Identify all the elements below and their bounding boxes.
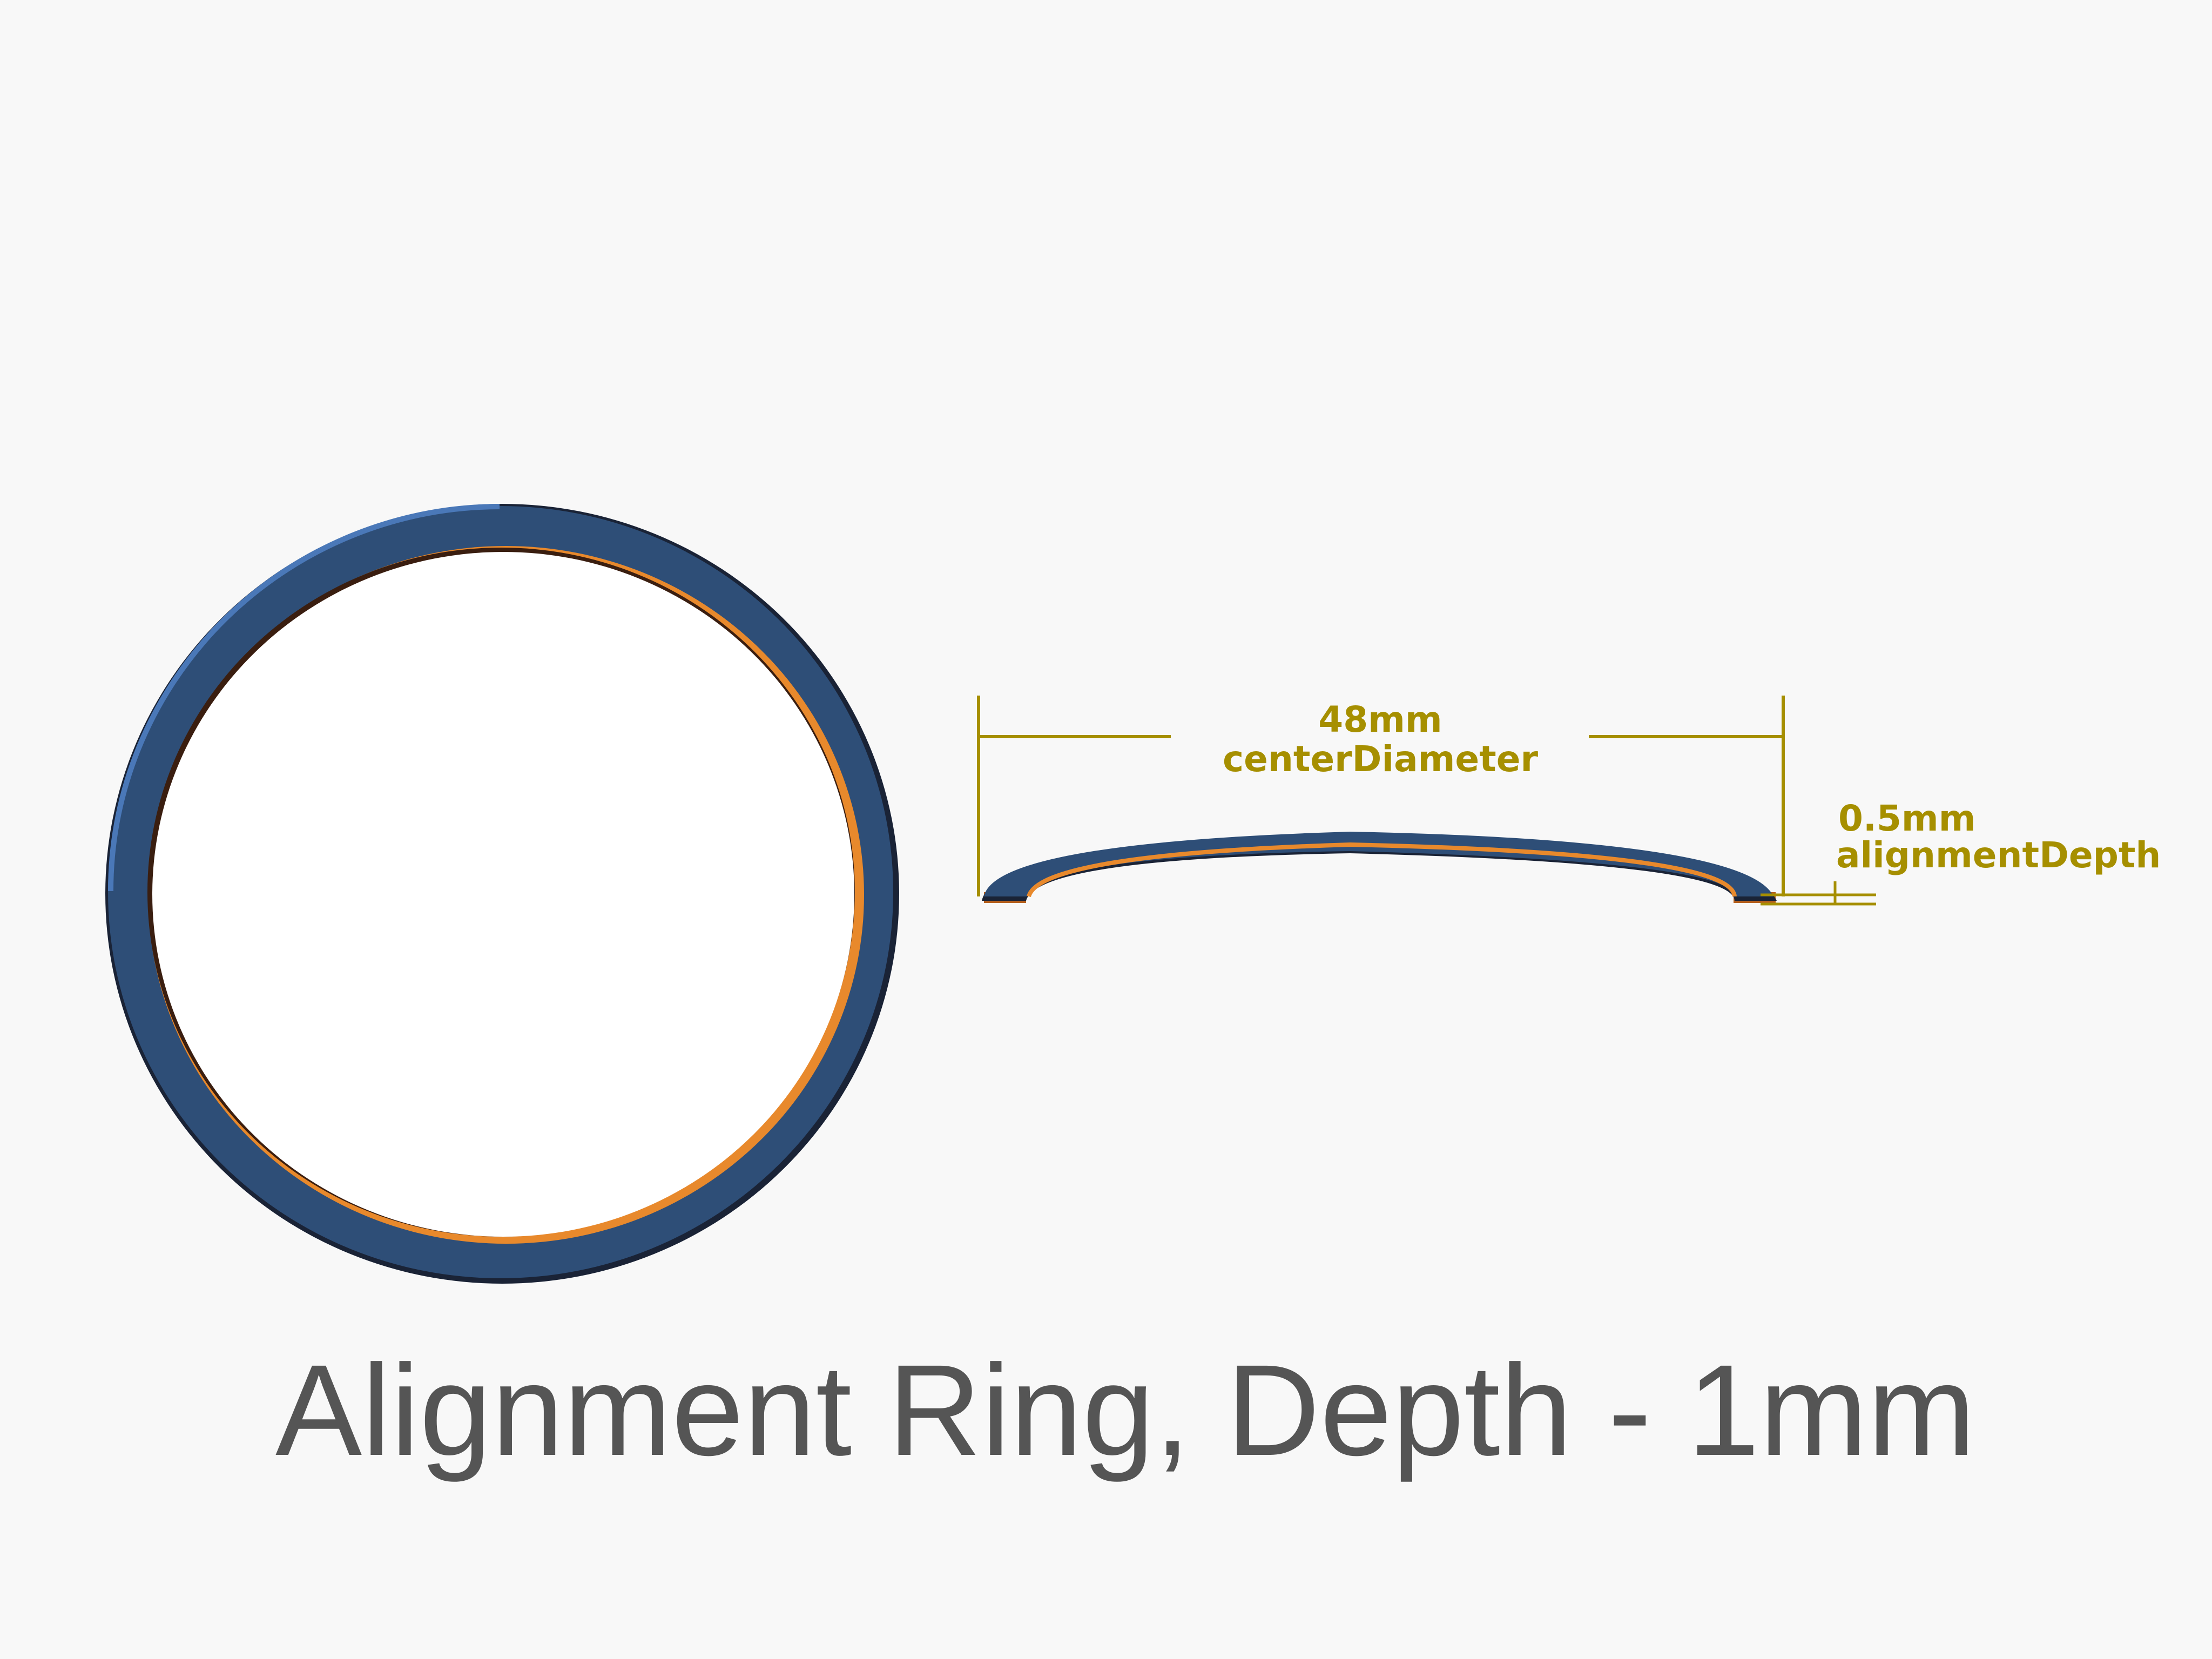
ring-top-view	[105, 504, 899, 1284]
diameter-dimension	[977, 696, 1785, 896]
ring-side-view	[982, 832, 1777, 903]
ring-edge-highlight	[108, 504, 500, 892]
depth-dimension	[1761, 881, 1876, 906]
diameter-name: centerDiameter	[1223, 738, 1539, 780]
ring-arc-inner-lip	[1027, 842, 1737, 898]
diameter-value: 48mm	[1318, 699, 1442, 740]
depth-value: 0.5mm	[1838, 798, 1975, 839]
ring-hole	[152, 552, 854, 1237]
caption-title: Alignment Ring, Depth - 1mm	[275, 1338, 1975, 1482]
depth-name: alignmentDepth	[1836, 834, 2161, 876]
ring-arc-body	[984, 832, 1773, 896]
